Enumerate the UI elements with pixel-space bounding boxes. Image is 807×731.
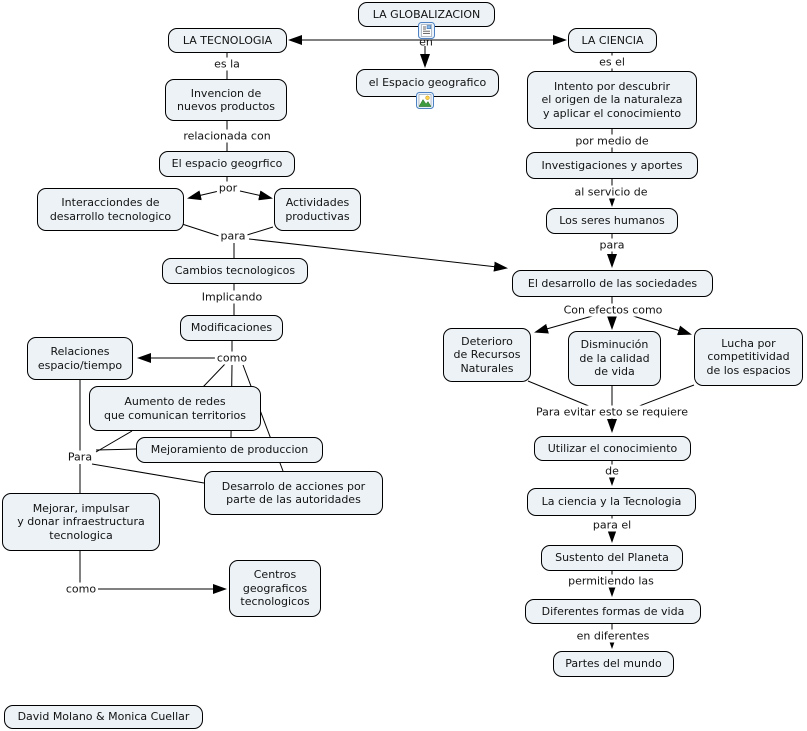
- link-label-es-el: es el: [597, 55, 627, 69]
- connector-como-aumento: [202, 363, 226, 388]
- node-lucha-competitividad[interactable]: Lucha por competitividad de los espacios: [694, 328, 803, 386]
- node-invencion-nuevos-productos[interactable]: Invencion de nuevos productos: [165, 79, 287, 121]
- node-la-ciencia[interactable]: LA CIENCIA: [568, 28, 657, 53]
- connector-deterioro-evitar: [527, 380, 597, 410]
- link-label-relacionada-con: relacionada con: [181, 129, 273, 143]
- link-label-para-evitar: Para evitar esto se requiere: [534, 405, 690, 419]
- node-disminucion-calidad[interactable]: Disminución de la calidad de vida: [568, 331, 661, 386]
- connector-para2-desarrolo: [91, 463, 205, 484]
- connector-por-interacciondes: [187, 190, 220, 201]
- node-desarrollo-sociedades[interactable]: El desarrollo de las sociedades: [512, 270, 713, 297]
- node-deterioro-recursos[interactable]: Deterioro de Recursos Naturales: [443, 328, 531, 382]
- link-label-con-efectos-como: Con efectos como: [561, 303, 665, 317]
- link-label-implicando: Implicando: [199, 290, 265, 304]
- link-label-para-izq: para: [218, 229, 248, 243]
- node-desarrolo-acciones[interactable]: Desarrolo de acciones por parte de las a…: [204, 471, 383, 515]
- node-mejoramiento-produccion[interactable]: Mejoramiento de produccion: [136, 437, 323, 463]
- link-label-por-medio-de: por medio de: [573, 134, 651, 148]
- node-intento-descubrir[interactable]: Intento por descubrir el origen de la na…: [527, 71, 697, 129]
- node-partes-del-mundo[interactable]: Partes del mundo: [553, 651, 674, 677]
- connector-efectos-deterioro: [534, 314, 597, 334]
- node-la-tecnologia[interactable]: LA TECNOLOGIA: [168, 28, 287, 53]
- connector-aumento-para2: [95, 430, 133, 453]
- node-investigaciones-aportes[interactable]: Investigaciones y aportes: [526, 152, 698, 179]
- node-modificaciones[interactable]: Modificaciones: [180, 315, 283, 341]
- link-label-como-2: como: [63, 582, 99, 596]
- node-relaciones-espacio-tiempo[interactable]: Relaciones espacio/tiempo: [27, 337, 133, 380]
- node-centros-geograficos[interactable]: Centros geograficos tecnologicos: [229, 560, 321, 617]
- node-el-espacio-geogrfico[interactable]: El espacio geogrfico: [159, 151, 295, 177]
- link-label-para-2: Para: [65, 450, 95, 464]
- link-label-es-la: es la: [212, 57, 242, 71]
- connector-mejoramiento-para2: [95, 448, 137, 451]
- node-utilizar-conocimiento[interactable]: Utilizar el conocimiento: [534, 436, 691, 461]
- node-ciencia-y-tecnologia[interactable]: La ciencia y la Tecnologia: [527, 488, 696, 516]
- link-label-de: de: [603, 464, 621, 478]
- link-label-permitiendo-las: permitiendo las: [566, 574, 656, 588]
- node-actividades-productivas[interactable]: Actividades productivas: [274, 188, 361, 231]
- node-sustento-planeta[interactable]: Sustento del Planeta: [541, 545, 683, 571]
- node-autores[interactable]: David Molano & Monica Cuellar: [4, 705, 203, 729]
- connector-interacciondes-para: [181, 223, 220, 237]
- link-label-como-1: como: [214, 351, 250, 365]
- link-label-por: por: [216, 181, 240, 195]
- node-interacciondes-desarrollo[interactable]: Interacciondes de desarrollo tecnologico: [37, 188, 184, 231]
- node-cambios-tecnologicos[interactable]: Cambios tecnologicos: [162, 258, 308, 284]
- connector-para-desarrollo-sociedades: [248, 238, 508, 272]
- image-resource-icon[interactable]: [416, 92, 434, 109]
- link-label-para-el: para el: [590, 518, 634, 532]
- link-label-en-diferentes: en diferentes: [574, 629, 652, 643]
- connector-actividades-para: [246, 226, 274, 236]
- connector-efectos-lucha: [629, 314, 692, 336]
- node-aumento-de-redes[interactable]: Aumento de redes que comunican territori…: [89, 386, 261, 431]
- link-label-para-der: para: [597, 238, 627, 252]
- node-la-globalizacion[interactable]: LA GLOBALIZACION: [358, 2, 495, 27]
- document-resource-icon[interactable]: [418, 22, 435, 39]
- link-label-en: en: [419, 35, 433, 49]
- node-diferentes-formas-vida[interactable]: Diferentes formas de vida: [525, 599, 701, 624]
- link-label-al-servicio-de: al servicio de: [572, 185, 650, 199]
- connector-por-actividades: [239, 190, 273, 201]
- node-seres-humanos[interactable]: Los seres humanos: [546, 208, 678, 234]
- node-mejorar-impulsar[interactable]: Mejorar, impulsar y donar infraestructur…: [2, 493, 160, 551]
- connector-lucha-evitar: [633, 384, 695, 409]
